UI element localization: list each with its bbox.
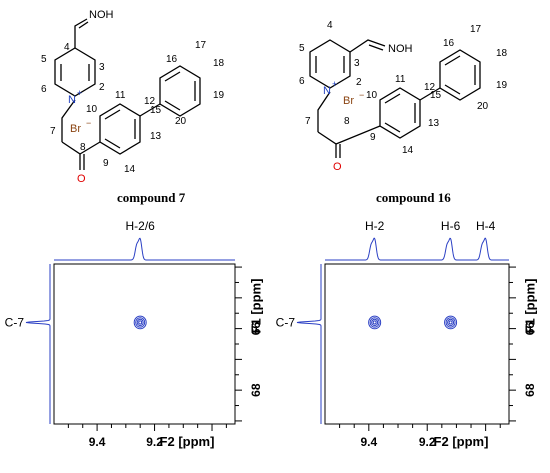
atom-number: 13	[428, 118, 440, 129]
x-tick-label: 9.2	[419, 435, 436, 449]
y-tick-label: 68	[249, 383, 263, 397]
atom-number: 9	[103, 158, 109, 169]
atom-number: 5	[299, 43, 305, 54]
contour-ring	[444, 315, 458, 330]
x-axis-label: F2 [ppm]	[434, 434, 489, 449]
atom-number: 18	[213, 58, 225, 69]
atom-number: 8	[80, 142, 86, 153]
atom-number: 19	[213, 90, 225, 101]
y-axis-label: F1 [ppm]	[248, 279, 263, 334]
cross-peak	[444, 315, 458, 330]
atom-number: 3	[354, 58, 360, 69]
nitrogen-charge: +	[332, 79, 337, 89]
atom-number: 14	[124, 164, 136, 175]
atom-number: 11	[115, 90, 126, 101]
atom-number: 8	[344, 116, 350, 127]
atom-number: 18	[496, 48, 508, 59]
atom-number: 7	[50, 126, 56, 137]
atom-number: 15	[430, 90, 442, 101]
carbon-projection-trace	[25, 264, 51, 424]
structure-compound-16: NOH N + Br − O 4 5 3 6 2 7 8 9 10 11 12 …	[299, 20, 508, 205]
carbon-peak-label: C-7	[276, 315, 296, 329]
atom-number: 16	[443, 38, 455, 49]
cross-peak	[133, 315, 147, 330]
proton-peak-label: H-2	[365, 219, 385, 233]
atom-number: 16	[166, 54, 178, 65]
contour-ring	[136, 318, 144, 327]
caption-compound-16: compound 16	[376, 190, 451, 205]
contour-ring	[138, 320, 143, 325]
hmbc-panel-compound-16: 9.4 9.2F2 [ppm] 66 68 F1 [ppm] H-2 H-6 H-4C-7	[276, 219, 538, 449]
atom-number: 12	[144, 96, 156, 107]
y-tick-label: 66	[523, 322, 537, 336]
atom-number: 20	[175, 116, 187, 127]
atom-number: 12	[424, 82, 436, 93]
contour-ring	[369, 317, 380, 328]
atom-number: 7	[305, 116, 311, 127]
contour-ring	[448, 320, 453, 325]
oxime-group-label: NOH	[89, 9, 114, 21]
proton-projection-trace	[54, 237, 235, 261]
oxygen-label: O	[333, 161, 342, 173]
bromide-charge: −	[359, 90, 364, 100]
contour-ring	[371, 318, 379, 327]
atom-number: 17	[195, 40, 207, 51]
y-axis-label: F1 [ppm]	[522, 279, 537, 334]
atom-number: 2	[356, 77, 362, 88]
hmbc-panel-compound-7: 9.4 9.2F2 [ppm] 66 68 F1 [ppm] H-2/6C-7	[5, 219, 264, 449]
proton-peak-label: H-6	[441, 219, 461, 233]
atom-number: 10	[86, 104, 98, 115]
carbon-peak-label: C-7	[5, 315, 25, 329]
atom-number: 20	[477, 101, 489, 112]
y-tick-label: 66	[249, 322, 263, 336]
contour-ring	[372, 320, 377, 325]
proton-projection-trace	[325, 237, 509, 261]
plot-frame	[53, 263, 236, 425]
atom-number: 4	[327, 20, 333, 31]
atom-number: 5	[41, 54, 47, 65]
atom-number: 11	[395, 74, 406, 85]
atom-number: 3	[99, 62, 105, 73]
atom-number: 6	[41, 84, 47, 95]
nitrogen-charge: +	[77, 88, 82, 98]
bromide-label: Br	[343, 95, 354, 107]
atom-number: 9	[370, 132, 376, 143]
plot-frame	[324, 263, 510, 425]
atom-number: 14	[402, 145, 414, 156]
nitrogen-label: N	[323, 85, 331, 97]
carbon-projection-trace	[296, 264, 322, 424]
cross-peak	[368, 315, 382, 330]
atom-number: 10	[366, 90, 378, 101]
atom-number: 13	[150, 131, 162, 142]
oxygen-label: O	[77, 173, 86, 185]
atom-number: 2	[99, 82, 105, 93]
x-tick-label: 9.4	[360, 435, 377, 449]
x-tick-label: 9.2	[146, 435, 163, 449]
oxime-group-label: NOH	[388, 43, 413, 55]
y-tick-label: 68	[523, 383, 537, 397]
contour-ring	[135, 317, 146, 328]
x-axis-label: F2 [ppm]	[160, 434, 215, 449]
bromide-charge: −	[86, 118, 91, 128]
x-tick-label: 9.4	[89, 435, 106, 449]
contour-ring	[447, 318, 455, 327]
atom-number: 6	[299, 76, 305, 87]
proton-peak-label: H-4	[476, 219, 496, 233]
contour-ring	[133, 315, 147, 330]
atom-number: 15	[150, 105, 162, 116]
bromide-label: Br	[70, 123, 81, 135]
atom-number: 17	[470, 24, 482, 35]
contour-ring	[368, 315, 382, 330]
proton-peak-label: H-2/6	[126, 219, 156, 233]
atom-number: 4	[64, 42, 70, 53]
structure-compound-7: NOH N + Br − O 4 5 3 6 2 7 8 9 10 11 12 …	[41, 9, 225, 205]
atom-number: 19	[496, 80, 508, 91]
caption-compound-7: compound 7	[117, 190, 186, 205]
nitrogen-label: N	[68, 94, 76, 106]
contour-ring	[445, 317, 456, 328]
